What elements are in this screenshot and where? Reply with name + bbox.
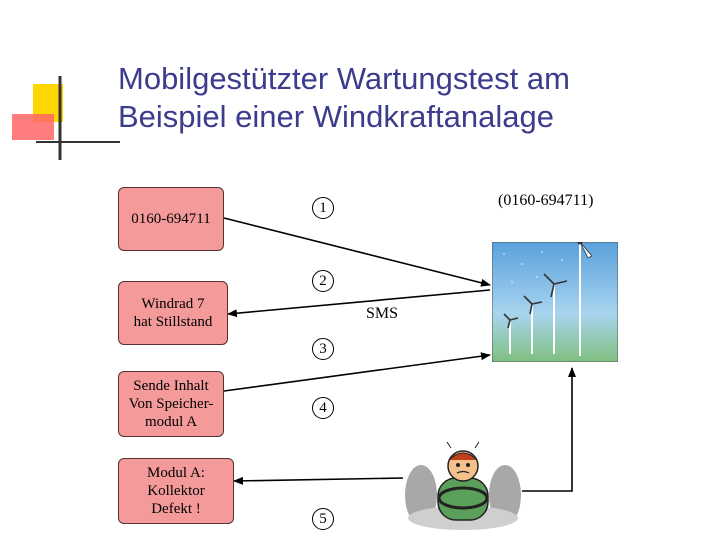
result-line-3: Defekt !: [151, 501, 201, 517]
step-5-marker: 5: [312, 508, 334, 530]
step-1-marker: 1: [312, 197, 334, 219]
page-title-line-2: Beispiel einer Windkraftanalage: [118, 99, 554, 134]
request-line-3: modul A: [144, 414, 198, 430]
technician-in-car-icon: [405, 441, 521, 530]
page-title-line-1: Mobilgestützter Wartungstest am: [118, 61, 570, 96]
request-line-1: Sende Inhalt: [133, 378, 209, 394]
page-title: Mobilgestützter Wartungstest am Beispiel…: [118, 60, 708, 136]
arrow-step-5: [522, 367, 576, 492]
status-line-1: Windrad 7: [141, 296, 205, 312]
arrow-step-2: [227, 289, 491, 318]
turbine-number-label: (0160-694711): [498, 192, 594, 209]
step-2-marker: 2: [312, 270, 334, 292]
arrow-step-3: [223, 352, 491, 392]
result-message-box: Modul A: Kollektor Defekt !: [118, 458, 234, 524]
step-4-marker: 4: [312, 397, 334, 419]
wind-turbine-field-icon: [492, 242, 618, 362]
sms-label: SMS: [366, 305, 399, 322]
request-line-2: Von Speicher-: [128, 396, 214, 412]
phone-number-text: 0160-694711: [131, 211, 211, 227]
result-line-2: Kollektor: [147, 483, 205, 499]
request-message-box: Sende Inhalt Von Speicher- modul A: [118, 371, 224, 437]
arrow-step-4: [233, 476, 404, 485]
arrow-step-1: [223, 217, 491, 287]
slide-accent-icon: [12, 76, 120, 160]
result-line-1: Modul A:: [147, 465, 205, 481]
status-message-box: Windrad 7 hat Stillstand: [118, 281, 228, 345]
status-line-2: hat Stillstand: [133, 314, 213, 330]
step-3-marker: 3: [312, 338, 334, 360]
phone-number-box: 0160-694711: [118, 187, 224, 251]
